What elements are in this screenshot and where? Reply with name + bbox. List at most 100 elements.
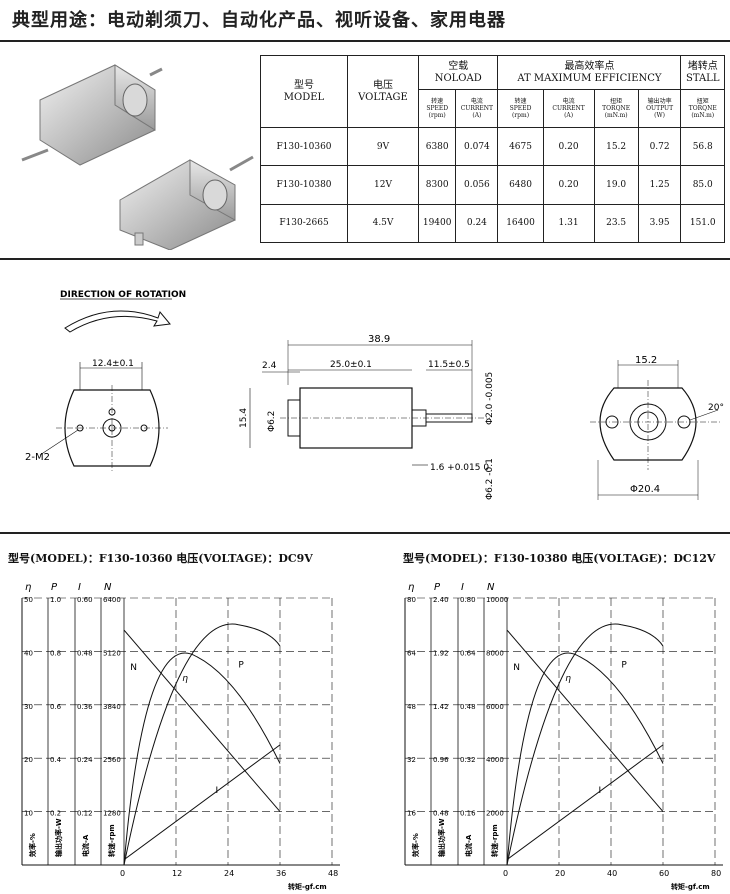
curve-label: I	[216, 786, 219, 796]
cell-voltage: 4.5V	[347, 203, 419, 244]
curve-label: N	[513, 663, 520, 673]
x-axis-label: 转矩-gf.cm	[288, 882, 327, 891]
header-model: 型号 MODEL	[260, 55, 348, 128]
cell: 6380	[417, 126, 457, 167]
technical-drawings: DIRECTION OF ROTATION 12.4±0.1 2-M2 38.9…	[25, 290, 724, 500]
curve-efficiency	[123, 652, 281, 866]
side-dim-step: 1.6 +0.015 0	[430, 463, 489, 473]
tick-label: 3840	[103, 703, 121, 711]
curve-label: I	[599, 786, 602, 796]
side-dim-body: 25.0±0.1	[330, 360, 372, 370]
tick-label: 0.48	[460, 703, 476, 711]
x-tick-label: 36	[276, 869, 286, 878]
tick-label: 2.40	[433, 596, 449, 604]
specs-table: 型号 MODEL 电压 VOLTAGE 空载 NOLOAD 最高效率点 AT M…	[260, 55, 725, 244]
tick-label: 10000	[486, 596, 508, 604]
cell: 0.20	[542, 165, 595, 205]
tick-label: 32	[407, 756, 416, 764]
tick-label: 6400	[103, 596, 121, 604]
header-bar: 典型用途：电动剃须刀、自动化产品、视听设备、家用电器	[0, 0, 730, 40]
side-dim-total: 38.9	[368, 334, 390, 345]
cell: 3.95	[637, 203, 682, 244]
tick-label: 0.32	[460, 756, 476, 764]
cell: 8300	[417, 165, 457, 205]
header-max-efficiency: 最高效率点 AT MAXIMUM EFFICIENCY	[497, 55, 682, 90]
cell: 19400	[417, 203, 457, 244]
rear-view: 15.2 20° Φ20.4	[590, 355, 724, 500]
curve-label: η	[565, 674, 571, 684]
tick-label: 2000	[486, 810, 504, 818]
axis-header: I	[78, 582, 81, 593]
side-dim-height: 15.4	[239, 408, 249, 428]
header-divider	[0, 40, 730, 42]
tick-label: 0.96	[433, 756, 449, 764]
cell: 19.0	[593, 165, 639, 205]
cell: 0.20	[542, 126, 595, 167]
motor-photo	[21, 64, 254, 250]
tick-label: 0.12	[77, 810, 93, 818]
cell-voltage: 9V	[347, 126, 419, 167]
x-tick-label: 20	[555, 869, 565, 878]
axis-name: 效率-%	[411, 833, 420, 857]
tick-label: 1280	[103, 810, 121, 818]
rear-dim-angle: 20°	[708, 403, 724, 413]
header-stall: 堵转点 STALL	[680, 55, 725, 90]
page-title: 典型用途：电动剃须刀、自动化产品、视听设备、家用电器	[12, 10, 506, 31]
cell-voltage: 12V	[347, 165, 419, 205]
rotation-arrow-icon	[64, 310, 171, 333]
axis-header: P	[434, 582, 441, 593]
side-dim-shaft: 11.5±0.5	[428, 360, 470, 370]
rotation-label: DIRECTION OF ROTATION	[60, 290, 186, 300]
tick-label: 6000	[486, 703, 504, 711]
section-divider	[0, 532, 730, 534]
axis-header: N	[104, 582, 112, 593]
axis-name: 转速-rpm	[107, 824, 116, 857]
cell-model: F130-10360	[260, 126, 348, 167]
curve-power	[123, 623, 281, 866]
cell: 4675	[497, 126, 544, 167]
cell: 1.31	[542, 203, 595, 244]
curve-current	[506, 744, 664, 861]
tick-label: 0.4	[50, 756, 62, 764]
tick-label: 10	[24, 810, 33, 818]
tick-label: 16	[407, 810, 416, 818]
tick-label: 5120	[103, 649, 121, 657]
tick-label: 8000	[486, 649, 504, 657]
side-dim-flange: 2.4	[262, 361, 277, 371]
cell: 16400	[497, 203, 544, 244]
table-row: F130-10380 12V 8300 0.056 6480 0.20 19.0…	[260, 165, 725, 205]
axis-name: 电流-A	[81, 834, 90, 857]
cell: 23.5	[593, 203, 639, 244]
x-tick-label: 48	[328, 869, 338, 878]
table-row: F130-2665 4.5V 19400 0.24 16400 1.31 23.…	[260, 203, 725, 244]
tick-label: 4000	[486, 756, 504, 764]
tick-label: 20	[24, 756, 33, 764]
x-tick-label: 12	[172, 869, 182, 878]
side-dim-shaft-dia: Φ2.0 -0.005	[485, 372, 495, 425]
axis-name: 转速-rpm	[490, 824, 499, 857]
tick-label: 2560	[103, 756, 121, 764]
axis-header: N	[487, 582, 495, 593]
cell: 0.056	[455, 165, 499, 205]
tick-label: 0.6	[50, 703, 62, 711]
front-dim-top: 12.4±0.1	[92, 359, 134, 369]
cell-model: F130-10380	[260, 165, 348, 205]
x-tick-label: 40	[607, 869, 617, 878]
curve-n	[123, 629, 281, 812]
curve-label: N	[130, 663, 137, 673]
side-dim-boss: Φ6.2	[267, 411, 277, 432]
axis-name: 输出功率-W	[437, 818, 446, 857]
performance-chart-2: 型号(MODEL)：F130-10380 电压(VOLTAGE)：DC12V η…	[365, 540, 730, 894]
cell: 151.0	[680, 203, 725, 244]
chart-title: 型号(MODEL)：F130-10380 电压(VOLTAGE)：DC12V	[403, 552, 716, 565]
tick-label: 50	[24, 596, 33, 604]
cell-model: F130-2665	[260, 203, 348, 244]
header-voltage: 电压 VOLTAGE	[347, 55, 419, 128]
